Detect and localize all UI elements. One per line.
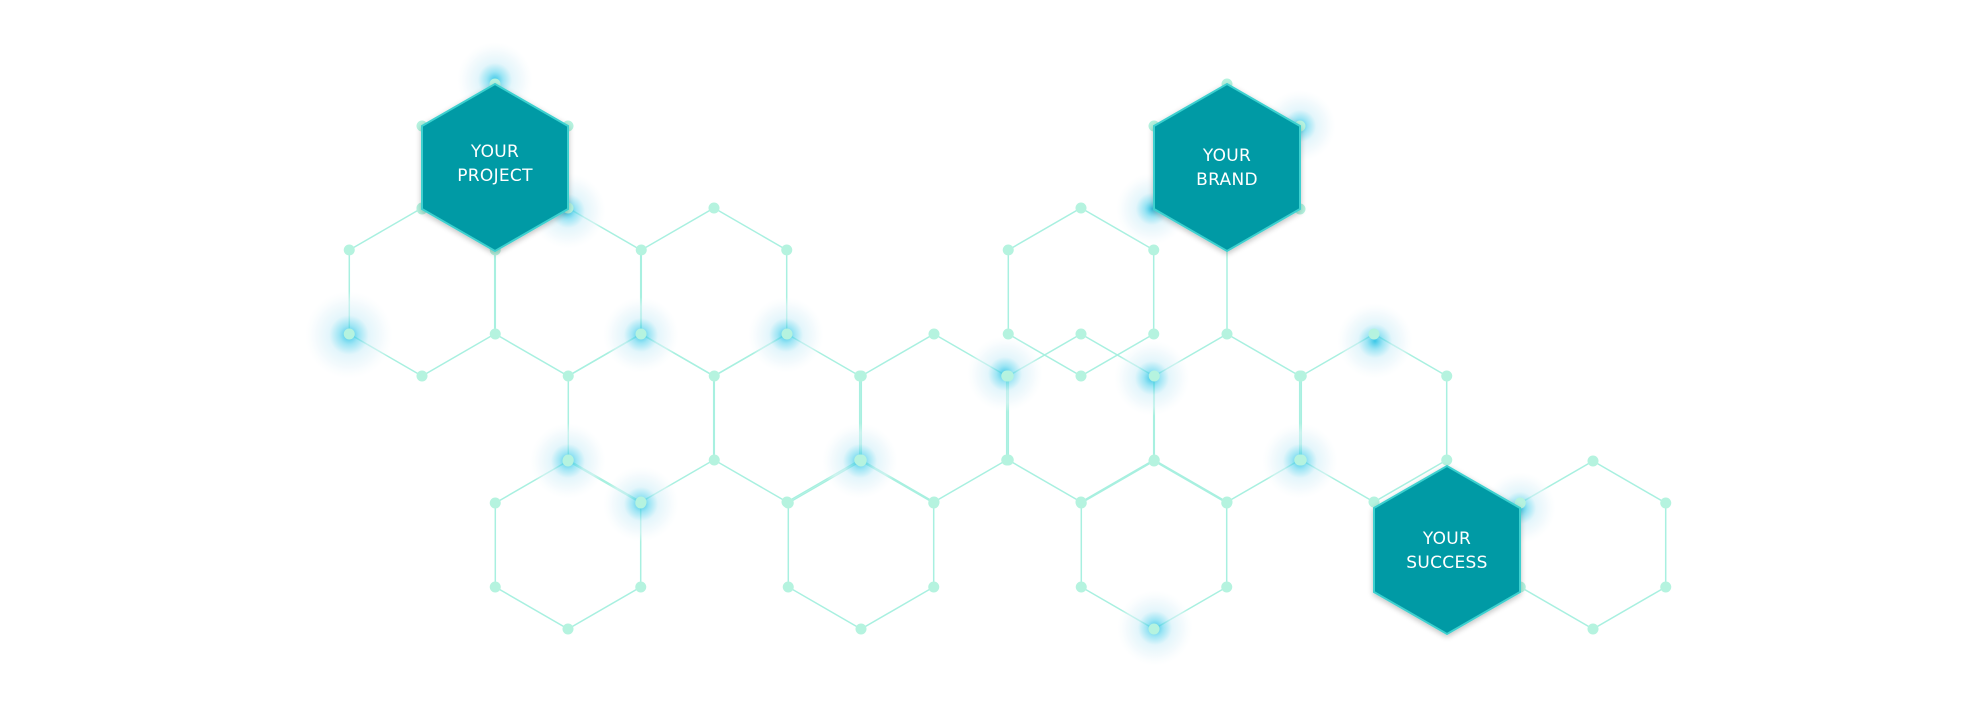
- grid-node: [343, 328, 355, 340]
- grid-node: [1075, 370, 1087, 382]
- grid-node: [1660, 497, 1672, 509]
- badge-label-line-2: SUCCESS: [1406, 553, 1487, 573]
- grid-nodes: [343, 78, 1672, 635]
- glow-point: [1337, 303, 1413, 379]
- grid-node: [1587, 623, 1599, 635]
- badge-hexagon: [1153, 82, 1301, 253]
- badge-your-success: YOUR SUCCESS: [1373, 464, 1521, 636]
- grid-node: [782, 581, 794, 593]
- grid-node: [489, 581, 501, 593]
- grid-node: [489, 328, 501, 340]
- grid-node: [416, 370, 428, 382]
- grid-node: [1368, 496, 1380, 508]
- grid-node: [855, 455, 867, 467]
- grid-node: [708, 202, 720, 214]
- badge-label-line-2: PROJECT: [457, 166, 533, 186]
- badge-label-line-2: BRAND: [1196, 170, 1258, 190]
- grid-node: [1075, 497, 1087, 509]
- grid-node: [1295, 370, 1307, 382]
- grid-node: [562, 370, 574, 382]
- grid-node: [928, 497, 940, 509]
- grid-node: [1148, 455, 1160, 467]
- grid-node: [635, 244, 647, 256]
- grid-node: [1075, 328, 1087, 340]
- badge-hexagon: [421, 82, 569, 253]
- grid-node: [635, 581, 647, 593]
- grid-node: [1221, 328, 1233, 340]
- grid-node: [1148, 370, 1160, 382]
- grid-node: [1002, 328, 1014, 340]
- grid-node: [1148, 328, 1160, 340]
- grid-node: [562, 623, 574, 635]
- grid-node: [343, 244, 355, 256]
- grid-node: [855, 623, 867, 635]
- grid-node: [1368, 328, 1380, 340]
- badge-your-project: YOUR PROJECT: [421, 82, 569, 253]
- grid-node: [1295, 454, 1307, 466]
- grid-node: [1221, 581, 1233, 593]
- grid-node: [1002, 370, 1014, 382]
- grid-node: [708, 370, 720, 382]
- grid-node: [928, 328, 940, 340]
- grid-node: [1441, 454, 1453, 466]
- grid-node: [1221, 497, 1233, 509]
- badge-label-line-1: YOUR: [470, 142, 519, 162]
- grid-node: [928, 581, 940, 593]
- grid-node: [562, 455, 574, 467]
- grid-node: [1148, 244, 1160, 256]
- badge-label-line-1: YOUR: [1202, 146, 1251, 166]
- badge-label-line-1: YOUR: [1422, 529, 1471, 549]
- grid-node: [1075, 581, 1087, 593]
- badge-your-brand: YOUR BRAND: [1153, 82, 1301, 253]
- badge-hexagon: [1373, 464, 1521, 636]
- grid-node: [1587, 455, 1599, 467]
- grid-node: [489, 497, 501, 509]
- grid-node: [855, 370, 867, 382]
- grid-node: [1148, 623, 1160, 635]
- grid-node: [781, 328, 793, 340]
- grid-node: [708, 454, 720, 466]
- grid-node: [1441, 370, 1453, 382]
- grid-node: [635, 328, 647, 340]
- grid-node: [635, 497, 647, 509]
- grid-node: [1075, 202, 1087, 214]
- grid-node: [781, 244, 793, 256]
- grid-node: [1002, 454, 1014, 466]
- grid-node: [782, 497, 794, 509]
- grid-node: [1002, 244, 1014, 256]
- grid-node: [1660, 581, 1672, 593]
